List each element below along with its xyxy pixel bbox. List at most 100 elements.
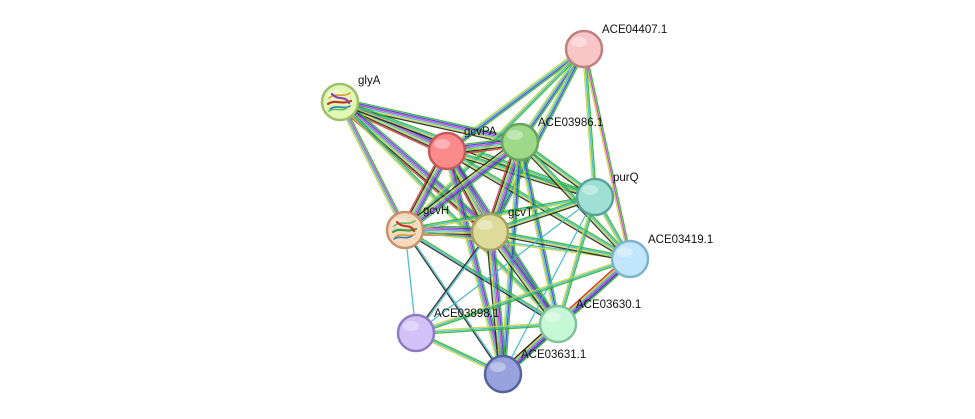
edge-purQ-ACE03630.1	[555, 196, 598, 325]
node-label: gcvT	[508, 207, 533, 219]
edge-line-neighborhood	[416, 324, 559, 336]
edge-line-databases	[490, 230, 631, 259]
edge-line-experiments	[405, 142, 521, 232]
edge-line-neighborhood	[342, 98, 494, 230]
edge-line-experiments	[340, 101, 407, 230]
edge-line-cooccurrence	[405, 143, 522, 233]
node-circle[interactable]	[538, 304, 578, 344]
edge-ACE04407.1-purQ	[581, 48, 598, 198]
edge-glyA-ACE03630.1	[338, 100, 560, 326]
node-ACE03986.1[interactable]: ACE03986.1	[500, 117, 603, 162]
node-label: ACE03630.1	[576, 299, 641, 311]
edge-line-textmining	[403, 47, 584, 230]
structure-strand	[329, 105, 351, 110]
edge-ACE04407.1-ACE03419.1	[581, 48, 633, 260]
node-label: ACE03898.1	[434, 308, 499, 320]
node-label: ACE03631.1	[521, 349, 586, 361]
node-circle[interactable]	[575, 177, 615, 217]
edge-line-cooccurrence	[447, 150, 506, 374]
edge-gcvH-ACE03630.1	[403, 228, 560, 326]
edge-line-neighborhood	[447, 148, 596, 196]
node-highlight	[507, 130, 523, 140]
edge-line-textmining	[489, 232, 630, 261]
edge-line-experiments	[583, 48, 631, 260]
node-ACE03631.1[interactable]: ACE03631.1	[483, 349, 586, 394]
structure-strand	[328, 92, 351, 99]
edge-line-databases	[404, 229, 559, 325]
structure-strand	[394, 233, 416, 238]
node-highlight	[582, 185, 598, 195]
node-ACE04407.1[interactable]: ACE04407.1	[564, 24, 667, 69]
edge-line-neighborhood	[584, 48, 633, 259]
edge-line-neighborhood	[558, 197, 598, 325]
edge-line-databases	[488, 232, 503, 375]
node-gcvPA[interactable]: gcvPA	[427, 126, 497, 171]
node-highlight	[571, 37, 587, 47]
edge-line-textmining	[487, 232, 502, 375]
edge-line-textmining	[415, 256, 630, 333]
node-gcvT[interactable]: gcvT	[470, 207, 533, 252]
node-label: purQ	[613, 172, 639, 184]
edge-line-neighborhood	[490, 229, 631, 258]
node-circle[interactable]	[427, 131, 467, 171]
edge-line-textmining	[517, 142, 557, 325]
edge-line-cooccurrence	[520, 141, 560, 324]
edge-line-neighborhood	[447, 148, 632, 258]
node-ACE03898.1[interactable]: ACE03898.1	[396, 308, 499, 353]
edge-line-textmining	[405, 197, 596, 233]
edge-gcvT-ACE03419.1	[489, 229, 631, 262]
edge-ACE03630.1-ACE03898.1	[415, 321, 559, 336]
edge-ACE03419.1-ACE03898.1	[415, 256, 631, 336]
edge-line-databases	[557, 196, 596, 325]
structure-strand	[395, 220, 416, 233]
node-glyA[interactable]: glyA	[320, 75, 381, 122]
edge-line-cooccurrence	[340, 99, 521, 141]
edge-line-databases	[338, 102, 405, 231]
edge-line-neighborhood	[340, 100, 560, 324]
edge-line-coexpression	[485, 232, 500, 375]
node-circle[interactable]	[564, 29, 604, 69]
edge-line-coexpression	[414, 231, 490, 333]
structure-strand	[393, 235, 413, 240]
edge-gcvT-ACE03898.1	[414, 231, 492, 334]
node-label: gcvPA	[464, 126, 497, 138]
node-highlight	[477, 220, 493, 230]
edge-line-textmining	[555, 196, 595, 324]
edge-line-coexpression	[402, 138, 519, 228]
edge-line-neighborhood	[404, 194, 595, 230]
node-circle[interactable]	[470, 212, 510, 252]
edge-line-neighborhood	[341, 100, 408, 230]
edge-line-databases	[405, 229, 505, 374]
edge-line-textmining	[581, 49, 630, 260]
node-ACE03419.1[interactable]: ACE03419.1	[610, 234, 713, 279]
node-purQ[interactable]: purQ	[575, 172, 639, 217]
protein-structure-icon	[326, 92, 353, 112]
edge-line-neighborhood	[492, 229, 562, 323]
edge-line-databases	[339, 102, 520, 144]
node-circle[interactable]	[610, 239, 650, 279]
node-label: ACE04407.1	[602, 24, 667, 36]
edge-line-databases	[415, 258, 631, 334]
structure-strand	[328, 107, 348, 112]
node-circle[interactable]	[396, 313, 436, 353]
node-highlight	[490, 362, 506, 372]
structure-strand	[330, 92, 351, 105]
edge-line-coexpression	[486, 233, 556, 327]
node-circle[interactable]	[483, 354, 523, 394]
edge-ACE03986.1-gcvH	[402, 138, 523, 234]
edge-line-databases	[518, 142, 558, 325]
node-highlight	[434, 139, 450, 149]
node-label: gcvH	[423, 205, 449, 217]
edge-line-experiments	[340, 100, 492, 232]
edge-line-databases	[447, 149, 631, 259]
edge-line-experiments	[340, 100, 521, 142]
node-gcvH[interactable]: gcvH	[385, 205, 449, 250]
node-circle[interactable]	[500, 122, 540, 162]
edge-line-coexpression	[403, 230, 558, 326]
node-highlight	[403, 321, 419, 331]
edge-line-neighborhood	[416, 259, 631, 336]
edge-purQ-ACE03898.1	[415, 196, 596, 334]
node-highlight	[617, 247, 633, 257]
node-ACE03630.1[interactable]: ACE03630.1	[538, 299, 641, 344]
